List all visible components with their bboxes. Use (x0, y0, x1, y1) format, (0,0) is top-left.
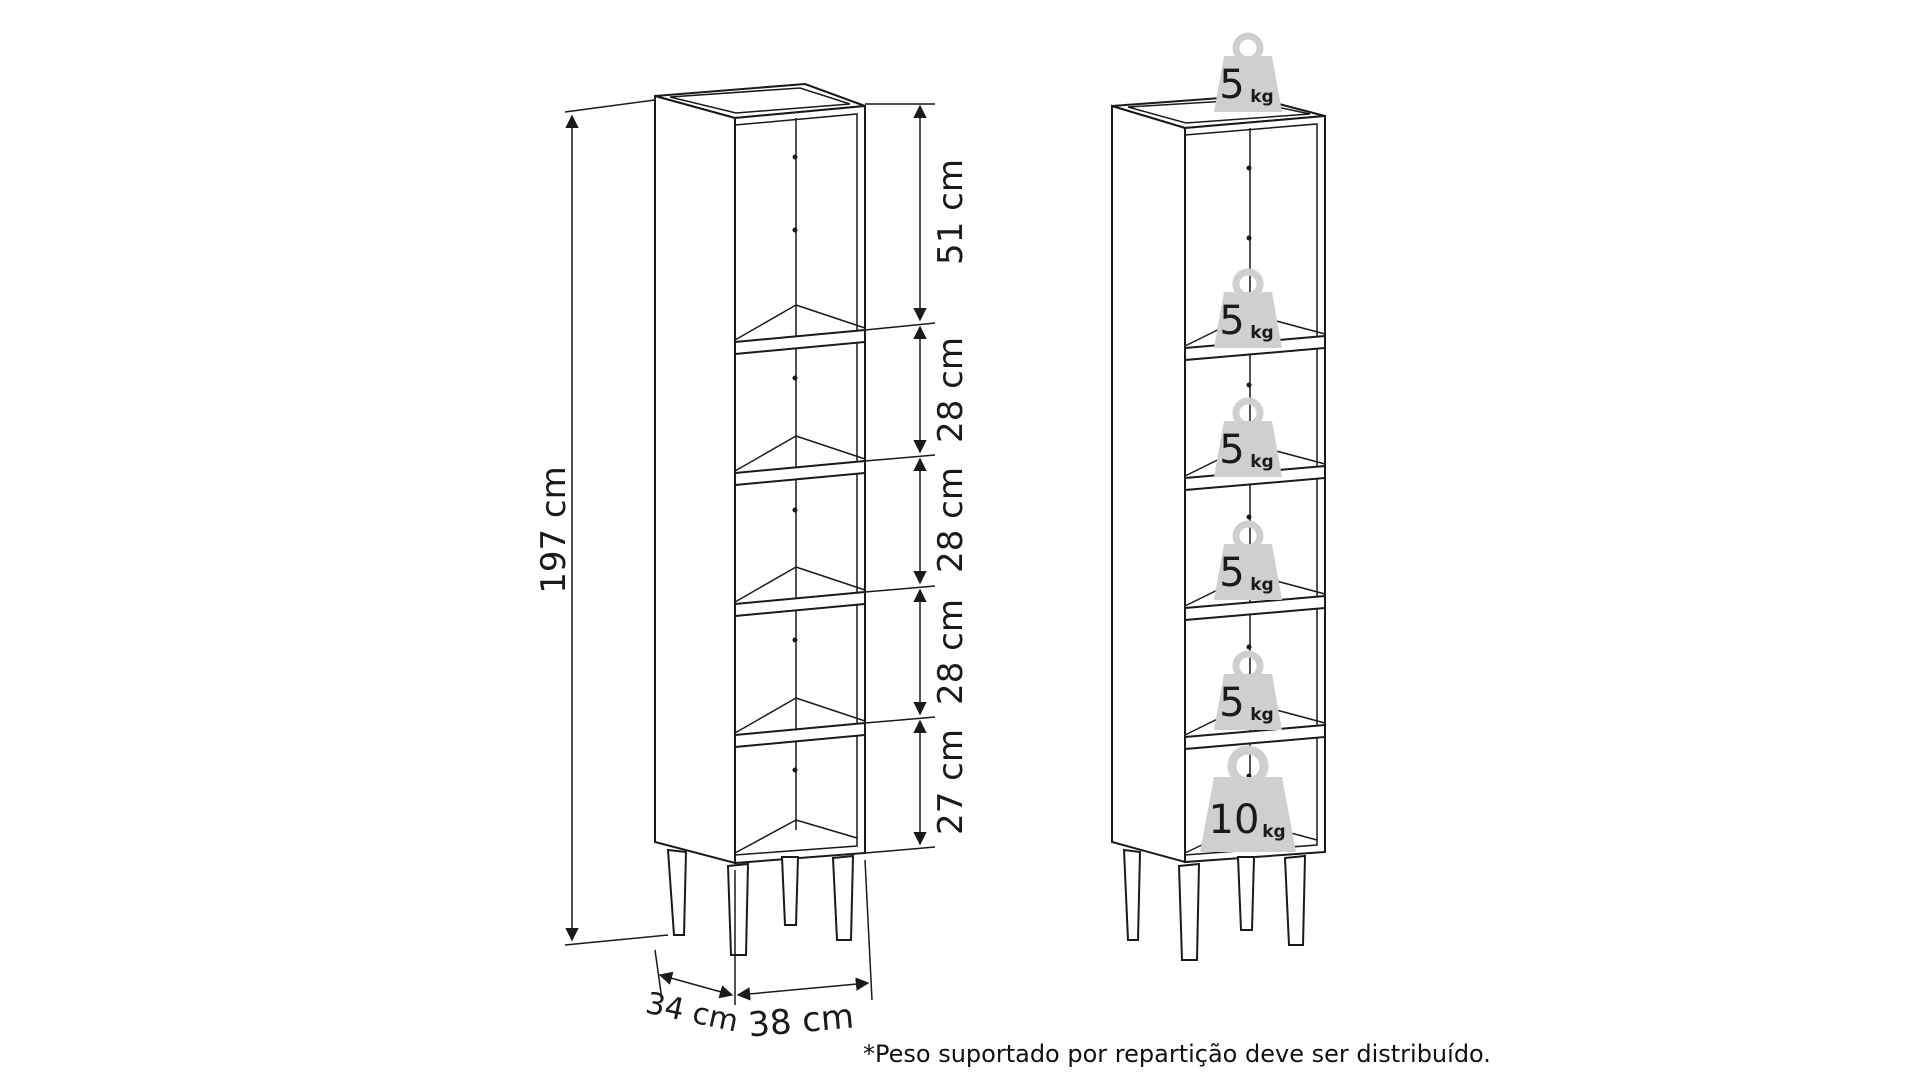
compartment-2-label: 28 cm (931, 337, 971, 443)
weight-icon-shelf-4: 5 kg (1214, 650, 1282, 730)
weight-unit: kg (1250, 705, 1273, 725)
compartment-3-label: 28 cm (931, 467, 971, 573)
compartment-4-label: 28 cm (931, 599, 971, 705)
weight-icon-shelf-1: 5 kg (1214, 268, 1282, 348)
weight-unit: kg (1262, 822, 1285, 842)
weight-unit: kg (1250, 452, 1273, 472)
weight-icon-shelf-2: 5 kg (1214, 397, 1282, 477)
width-label: 38 cm (747, 997, 856, 1046)
weight-unit: kg (1250, 87, 1273, 107)
weight-unit: kg (1250, 323, 1273, 343)
dimension-lines (564, 99, 936, 1005)
total-height-label: 197 cm (534, 466, 574, 594)
weight-value: 5 (1219, 62, 1244, 108)
weight-icon-top: 5 kg (1214, 32, 1282, 112)
weight-value: 5 (1219, 680, 1244, 726)
weight-icon-bottom: 10 kg (1200, 745, 1296, 852)
right-shelf-unit (1111, 94, 1326, 961)
weight-value: 5 (1219, 298, 1244, 344)
weight-value: 5 (1219, 550, 1244, 596)
weight-icon-shelf-3: 5 kg (1214, 520, 1282, 600)
bottom-compartment-label: 27 cm (931, 729, 971, 835)
top-compartment-label: 51 cm (931, 159, 971, 265)
load-footnote: *Peso suportado por repartição deve ser … (863, 1040, 1491, 1068)
left-shelf-unit (654, 82, 866, 956)
weight-value: 10 (1209, 797, 1260, 843)
weight-icons: 5 kg 5 kg 5 kg 5 kg 5 kg (1200, 32, 1296, 852)
dimension-labels: 197 cm 51 cm 28 cm 28 cm 28 cm 27 cm 34 … (534, 159, 971, 1046)
weight-unit: kg (1250, 575, 1273, 595)
weight-value: 5 (1219, 427, 1244, 473)
